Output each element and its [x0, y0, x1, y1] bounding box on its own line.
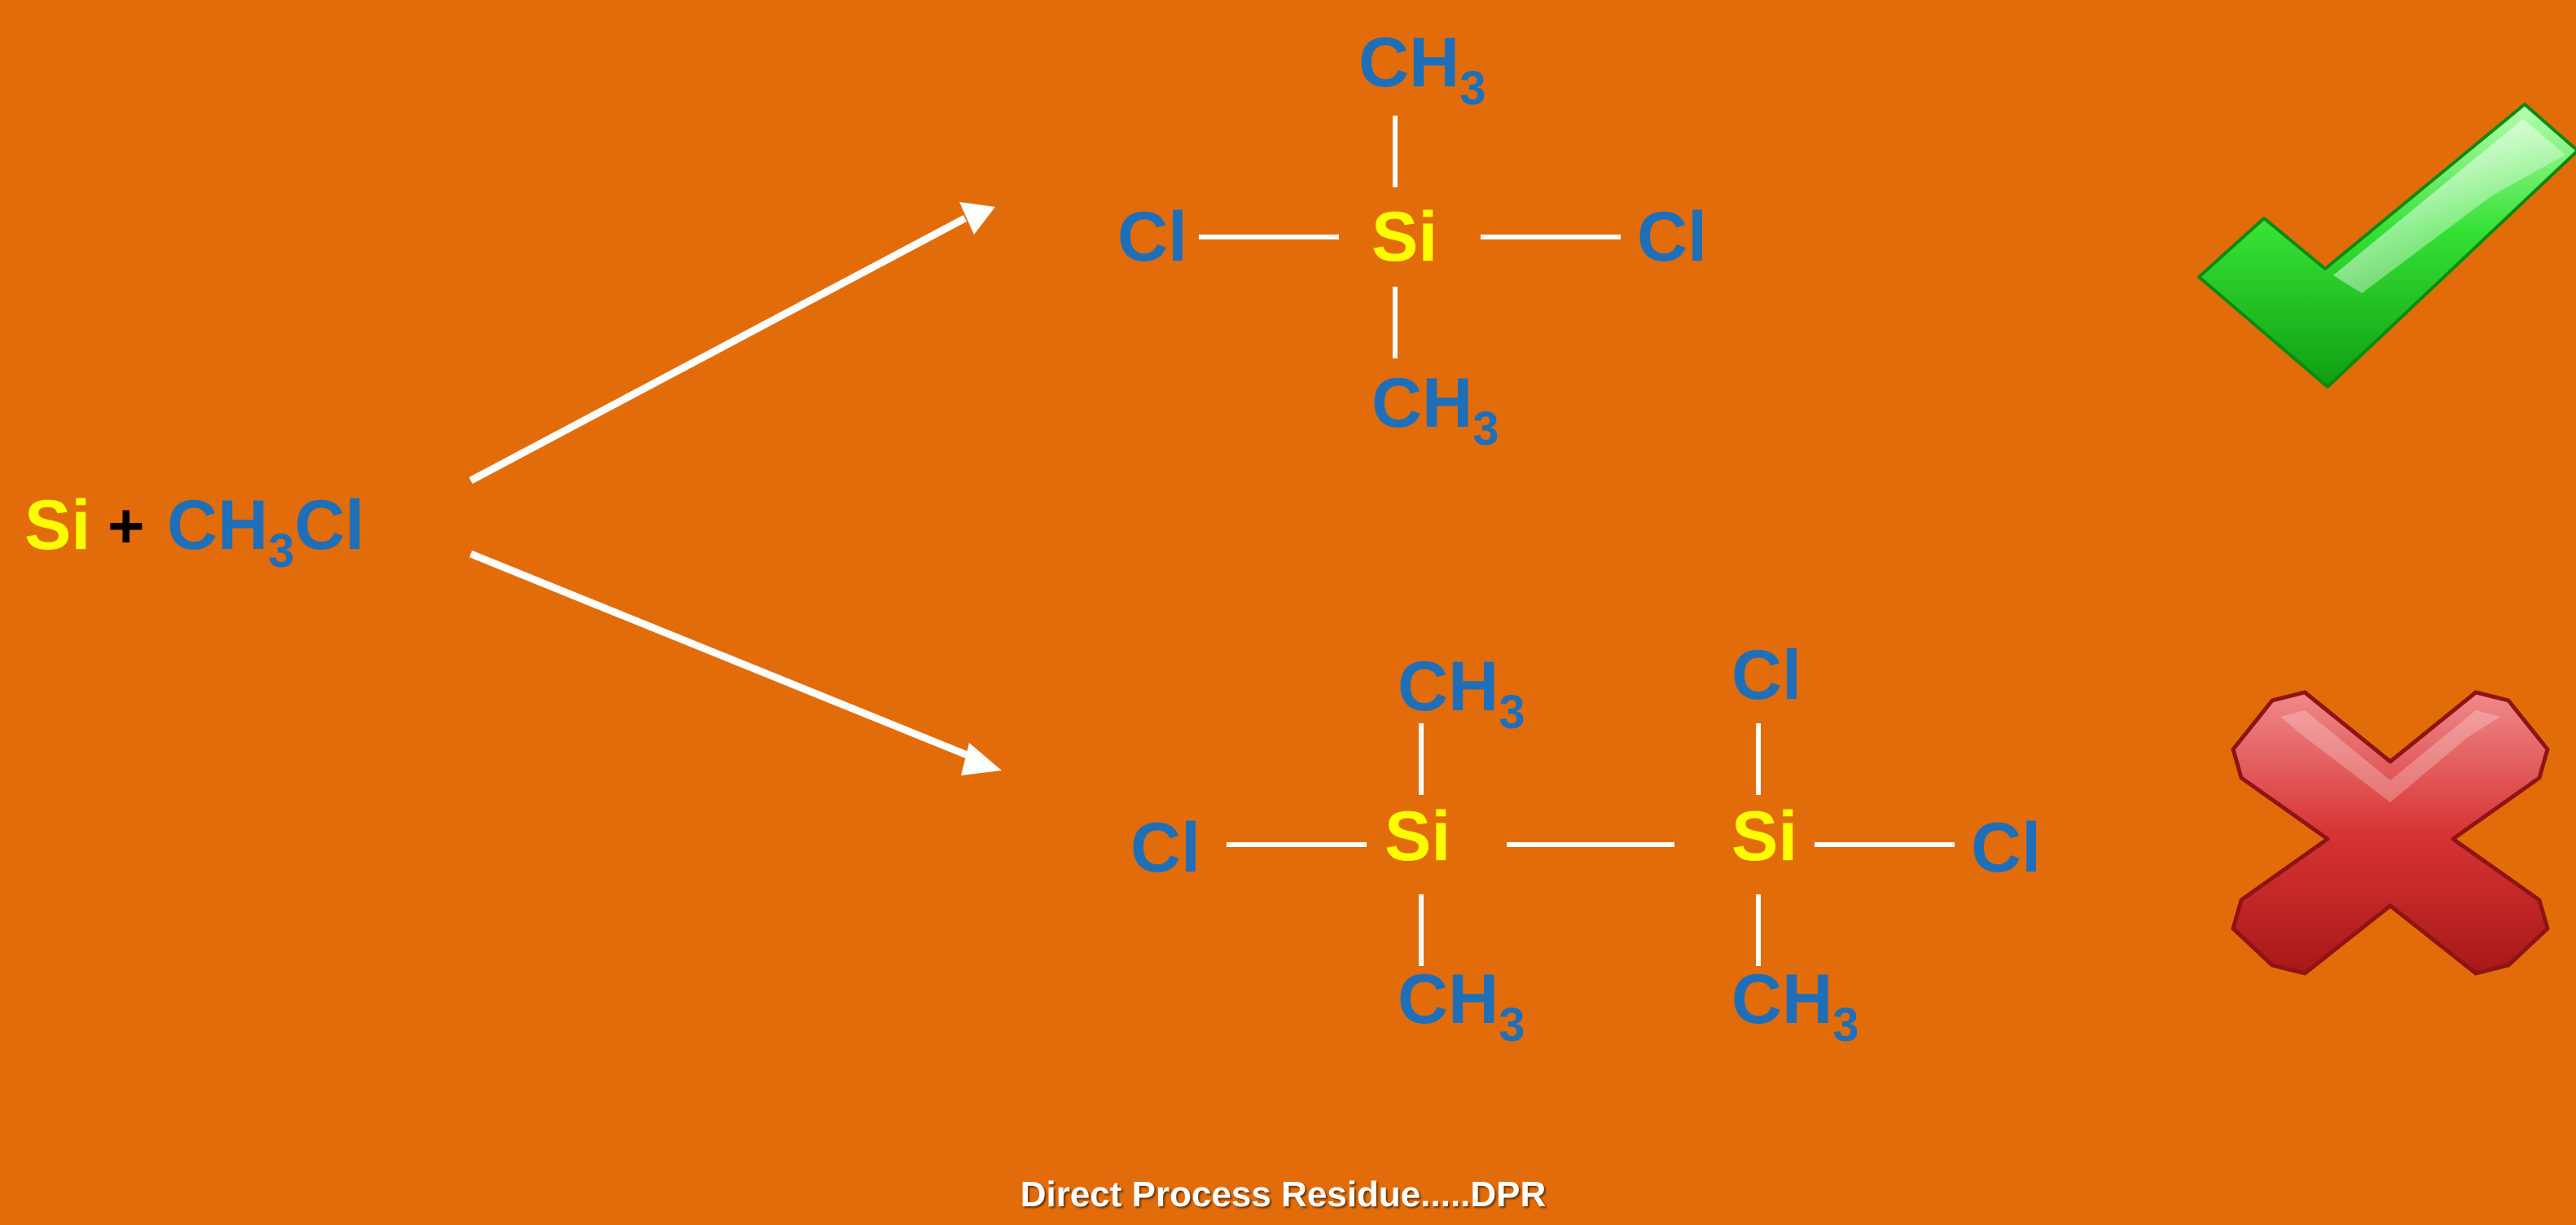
bottom-product-cl-top-b: Cl [1731, 636, 1801, 714]
methyl-subscript: 3 [268, 525, 295, 577]
reactant-methyl-chloride: CH3Cl [167, 490, 364, 575]
bottom-product-ch3-bottom-b: CH3 [1731, 964, 1858, 1049]
check-mark-icon [2197, 103, 2576, 389]
ch-label: CH [1731, 960, 1833, 1038]
ch-label: CH [1371, 364, 1473, 442]
ch-label: CH [1398, 960, 1499, 1038]
bond-right [1815, 842, 1955, 847]
footer-caption: Direct Process Residue.....DPR [0, 1175, 2576, 1215]
arrow-to-bottom-product [469, 550, 1002, 775]
bond-top-b [1756, 723, 1761, 795]
methyl-group-label: CH [167, 486, 269, 564]
bottom-product-cl-left: Cl [1130, 809, 1200, 887]
bottom-product-si-b: Si [1731, 797, 1798, 876]
bond-bottom-a [1419, 894, 1424, 966]
subscript-label: 3 [1459, 62, 1486, 115]
bottom-product-ch3-bottom-a: CH3 [1398, 964, 1525, 1049]
top-product-ch3-top: CH3 [1358, 28, 1485, 112]
bond-right [1481, 235, 1621, 239]
bond-bottom [1393, 287, 1398, 358]
bond-top [1393, 116, 1398, 187]
bottom-product-cl-right: Cl [1971, 809, 2041, 887]
plus-sign: + [108, 490, 145, 561]
bond-si-si [1507, 842, 1674, 847]
subscript-label: 3 [1472, 402, 1499, 455]
subscript-label: 3 [1499, 999, 1525, 1052]
cross-mark-icon [2231, 690, 2550, 976]
reactant-silicon: Si [24, 486, 91, 564]
top-product-cl-left: Cl [1117, 198, 1187, 276]
top-product-si: Si [1371, 198, 1438, 276]
bond-left [1199, 235, 1339, 239]
bottom-product-ch3-top-a: CH3 [1398, 652, 1525, 736]
ch-label: CH [1398, 648, 1499, 726]
bottom-product-si-a: Si [1385, 797, 1451, 876]
chlorine-label: Cl [294, 486, 365, 564]
subscript-label: 3 [1832, 999, 1859, 1052]
bond-bottom-b [1756, 894, 1761, 966]
ch-label: CH [1358, 24, 1460, 102]
arrow-to-top-product [468, 202, 995, 484]
bond-left [1227, 842, 1367, 847]
subscript-label: 3 [1499, 686, 1525, 739]
bond-top-a [1419, 723, 1424, 795]
footer-caption-text: Direct Process Residue.....DPR [1020, 1175, 1547, 1214]
top-product-ch3-bottom: CH3 [1371, 368, 1499, 453]
top-product-cl-right: Cl [1637, 198, 1707, 276]
